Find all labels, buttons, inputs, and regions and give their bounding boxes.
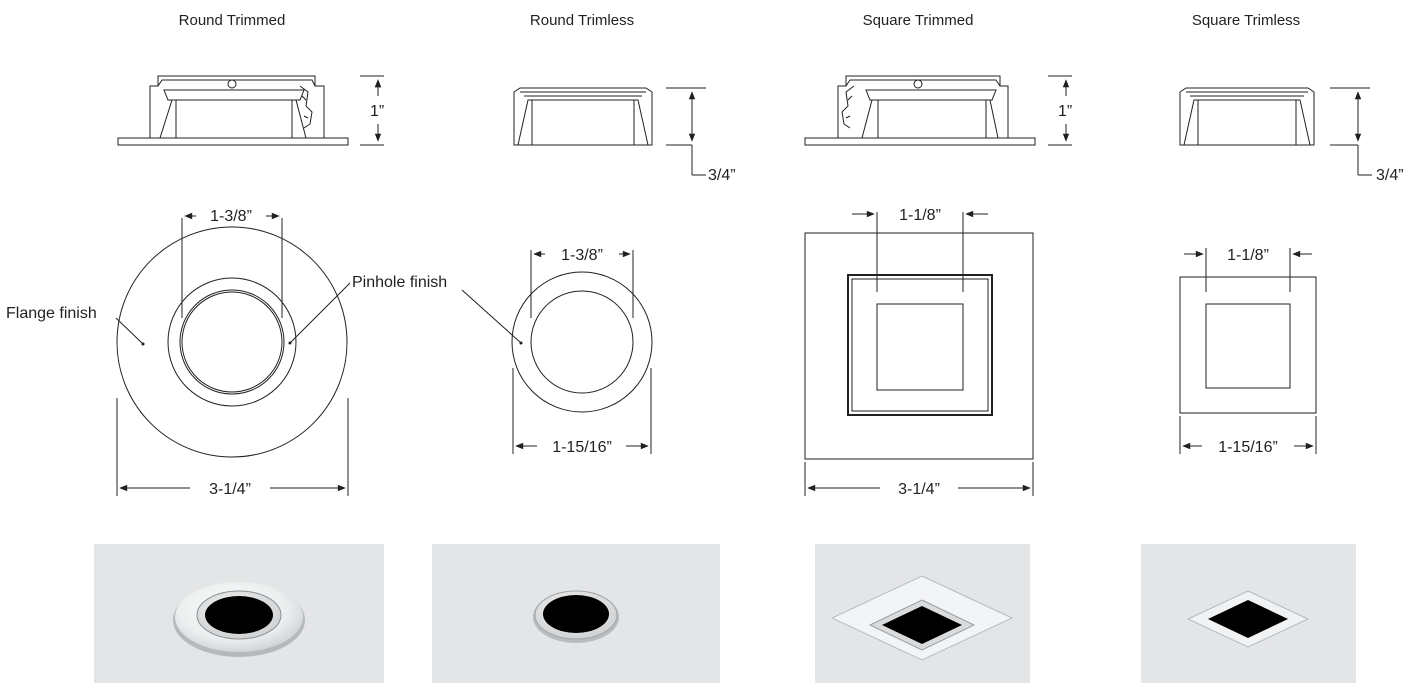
column-title-square-trimmed: Square Trimmed [863,12,974,29]
square-trimless-photo [1141,544,1356,683]
square-trimless-outer-width-label: 1-15/16” [1218,439,1278,456]
round-trimmed-outer-width-label: 3-1/4” [209,481,251,498]
round-trimmed-front-view [116,218,349,496]
round-trimless-finish-dot [519,341,523,345]
column-title-square-trimless: Square Trimless [1192,12,1300,29]
pinhole-finish-leader [289,282,351,344]
column-title-round-trimless: Round Trimless [530,12,634,29]
flange-finish-dot [141,342,145,346]
pinhole-finish-callout: Pinhole finish [352,274,447,291]
round-trimmed-height-label: 1” [370,103,384,120]
round-trimmed-side-view [117,75,349,146]
square-trimmed-side-view [804,75,1036,146]
square-trimmed-outer-width-label: 3-1/4” [898,481,940,498]
round-trimless-photo [432,544,720,683]
flange-finish-leader [115,317,144,345]
round-trimless-inner-width-label: 1-3/8” [561,247,603,264]
column-title-round-trimmed: Round Trimmed [179,12,286,29]
square-trimless-height-dimension [1330,87,1372,176]
round-trimless-height-dimension [666,87,706,176]
round-trimmed-height-dimension [360,75,384,146]
round-trimless-side-view [513,87,653,146]
square-trimmed-photo [815,544,1030,683]
round-trimmed-inner-width-label: 1-3/8” [210,208,252,225]
square-trimless-front-view [1179,248,1317,454]
round-trimless-finish-leader [461,289,522,344]
square-trimless-inner-width-label: 1-1/8” [1227,247,1269,264]
square-trimmed-inner-width-label: 1-1/8” [899,207,941,224]
flange-finish-callout: Flange finish [6,305,97,322]
square-trimmed-height-label: 1” [1058,103,1072,120]
square-trimmed-front-view [804,212,1034,496]
round-trimless-height-label: 3/4” [708,167,736,184]
square-trimless-height-label: 3/4” [1376,167,1404,184]
square-trimless-side-view [1179,87,1315,146]
pinhole-finish-dot [288,341,292,345]
round-trimmed-photo [94,544,384,683]
round-trimless-outer-width-label: 1-15/16” [552,439,612,456]
square-trimmed-height-dimension [1048,75,1072,146]
round-trimless-front-view [511,250,653,454]
